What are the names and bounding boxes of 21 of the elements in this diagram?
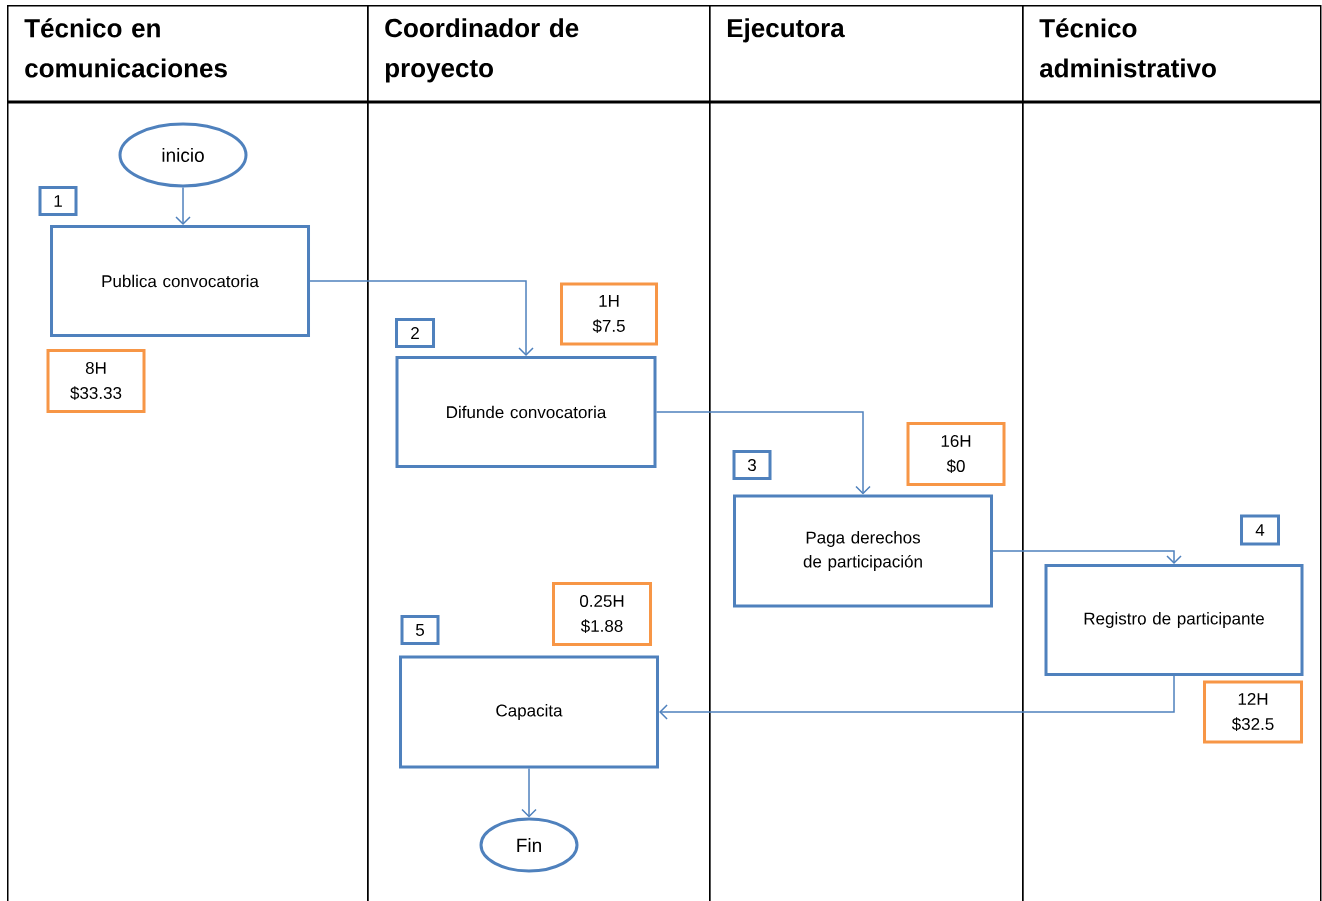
arrow [521, 767, 537, 818]
process-box: Capacita [399, 655, 659, 769]
arrow [992, 550, 1182, 564]
arrow [655, 411, 871, 495]
process-box: Registro de participante [1044, 564, 1304, 676]
step-number: 1 [38, 186, 78, 216]
process-box: Paga derechos de participación [733, 494, 993, 608]
cost-box: 12H $32.5 [1203, 680, 1303, 744]
cost-box: 0.25H $1.88 [552, 582, 652, 646]
step-number: 3 [732, 450, 772, 480]
step-number: 2 [395, 318, 435, 348]
cost-box: 16H $0 [906, 422, 1006, 486]
arrow [309, 280, 534, 356]
process-box: Publica convocatoria [50, 225, 310, 337]
step-number: 5 [400, 615, 440, 645]
cost-box: 1H $7.5 [560, 282, 658, 346]
cost-box: 8H $33.33 [46, 349, 146, 413]
step-number: 4 [1240, 514, 1280, 546]
process-box: Difunde convocatoria [395, 356, 657, 468]
arrow [659, 675, 1175, 720]
arrow [175, 186, 191, 225]
